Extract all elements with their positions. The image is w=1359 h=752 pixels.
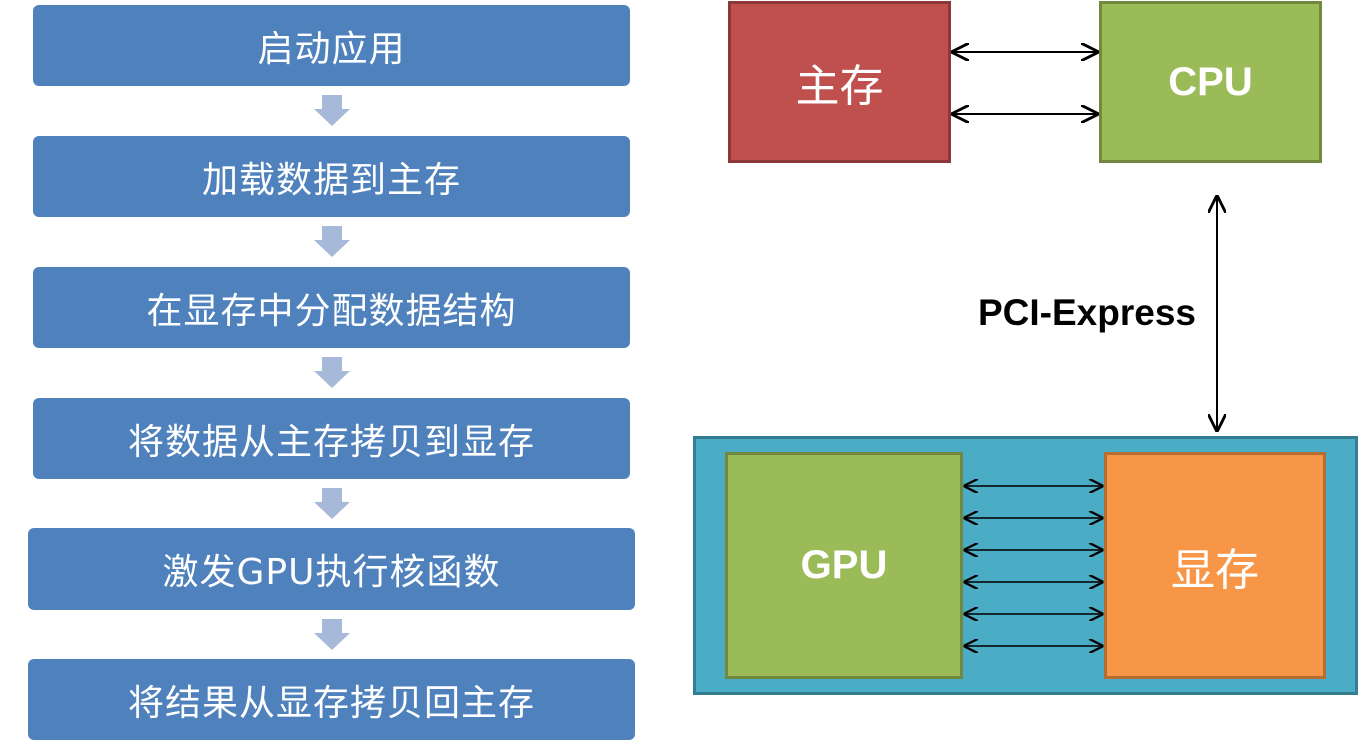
down-arrow-icon [314, 95, 350, 126]
flow-step-3: 在显存中分配数据结构 [33, 267, 630, 348]
gpu-box: GPU [725, 452, 963, 679]
down-arrow-icon [314, 488, 350, 519]
flow-step-6: 将结果从显存拷贝回主存 [28, 659, 635, 740]
flow-step-1: 启动应用 [33, 5, 630, 86]
down-arrow-icon [314, 357, 350, 388]
cpu-box: CPU [1099, 1, 1322, 163]
flow-step-4: 将数据从主存拷贝到显存 [33, 398, 630, 479]
flow-step-2: 加载数据到主存 [33, 136, 630, 217]
pci-express-label: PCI-Express [978, 292, 1196, 333]
down-arrow-icon [314, 226, 350, 257]
video-memory-box: 显存 [1104, 452, 1326, 679]
flow-step-5: 激发GPU执行核函数 [28, 528, 635, 610]
down-arrow-icon [314, 619, 350, 650]
main-memory-box: 主存 [728, 1, 951, 163]
